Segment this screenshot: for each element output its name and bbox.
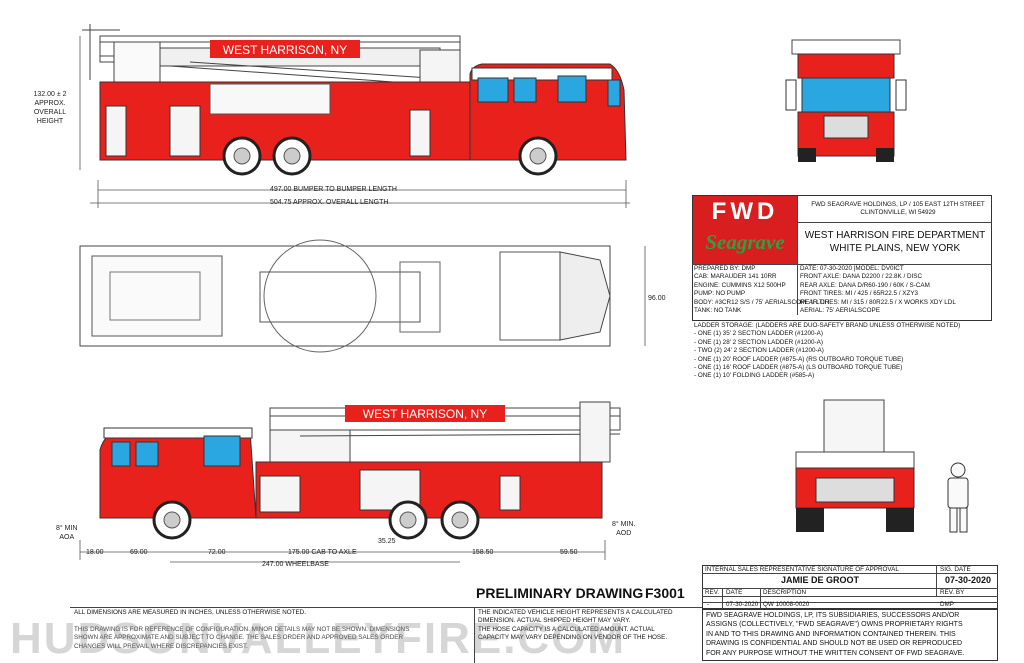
rear-body-dim: 158.50 [472,549,494,556]
plan-view-drawing [79,239,646,353]
banner-top-bg [210,40,360,58]
truck-body-top [99,63,627,161]
firefighter-figure [947,462,969,533]
rev-header-date: DATE [726,589,743,596]
drawing-number: F3001 [645,585,685,601]
rev-header-description: DESCRIPTION [763,589,807,596]
side-view-top-drawing [79,24,630,208]
overall-width-dim: 96.00 [648,295,666,302]
banner-bottom: WEST HARRISON, NY [362,407,488,421]
overall-length-dim: 504.75 APPROX. OVERALL LENGTH [270,199,389,206]
side-view-bottom-drawing [79,401,621,563]
approval-block [702,565,998,609]
dimension-note: ALL DIMENSIONS ARE MEASURED IN INCHES, U… [74,609,306,616]
aoa-dim: 8° MIN AOA [56,525,78,541]
aod-dim: 8° MIN. AOD [612,521,636,537]
logo-fwd: FWD [711,198,779,225]
banner-bottom-bg [345,405,505,422]
rev-row-rev: - [707,601,710,608]
rear-overhang-dim: 59.50 [560,549,578,556]
specs-right: DATE: 07-30-2020 |MODEL: DV0ICT FRONT AX… [800,265,956,315]
height-note: THE INDICATED VEHICLE HEIGHT REPRESENTS … [478,609,673,642]
specs-left: PREPARED BY: DMP CAB: MARAUDER 141 10RR … [694,265,830,315]
approval-date: 07-30-2020 [944,575,992,585]
proprietary-note: FWD SEAGRAVE HOLDINGS, LP, ITS SUBSIDIAR… [706,612,965,657]
wheelbase-dim: 247.00 WHEELBASE [262,561,329,568]
cab-dim: 72.00 [208,549,226,556]
proprietary-box [702,609,998,661]
cab-to-axle-dim: 175.00 CAB TO AXLE [288,549,357,556]
overall-height-dim: 132.00 ± 2 APPROX. OVERALL HEIGHT [33,91,67,125]
rev-header-rev: REV. [705,589,720,596]
approval-header: INTERNAL SALES REPRESENTATIVE SIGNATURE … [705,566,899,573]
logo-box [693,196,797,264]
rev-header-by: REV. BY [940,589,965,596]
configuration-note: THIS DRAWING IS FOR REFERENCE OF CONFIGU… [74,626,410,650]
tandem-spacing-dim: 35.25 [378,538,396,545]
ladder-storage: LADDER STORAGE: (LADDERS ARE DUO-SAFETY … [694,322,961,380]
company-address: FWD SEAGRAVE HOLDINGS, LP / 105 EAST 12T… [811,201,985,217]
rear-view-drawing [795,399,969,533]
title-block [692,195,992,321]
front-overhang-dim: 18.00 [86,549,104,556]
banner-top: WEST HARRISON, NY [222,43,348,57]
watermark: HUDSONVALLEYFIRE.COM [10,614,627,663]
front-view-drawing [785,39,907,162]
rev-row-date: 07-30-2020 [726,601,759,608]
customer-name: WEST HARRISON FIRE DEPARTMENT WHITE PLAI… [804,230,986,254]
logo-seagrave: Seagrave [705,230,785,254]
bumper-to-axle-dim: 69.00 [130,549,148,556]
preliminary-label: PRELIMINARY DRAWING [476,585,644,601]
bumper-length-dim: 497.00 BUMPER TO BUMPER LENGTH [270,186,397,193]
sig-date-header: SIG. DATE [940,566,971,573]
rev-row-description: QW 10008-0020 [763,601,810,608]
approver-name: JAMIE DE GROOT [780,575,859,585]
rev-row-by: DMP [940,601,954,608]
